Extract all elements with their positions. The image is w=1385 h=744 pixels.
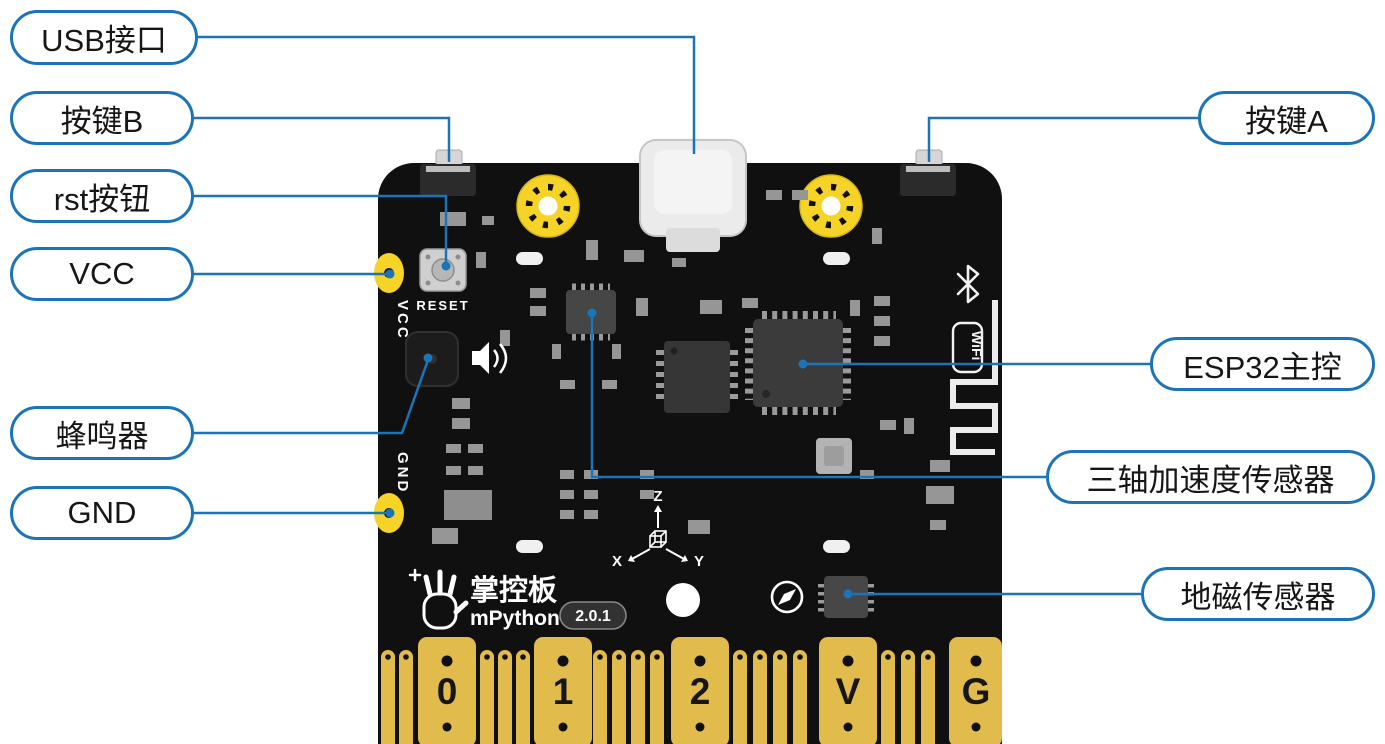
gnd-pad-label: GND [394,452,411,494]
pin-label-v: V [836,671,861,712]
buzzer-component [405,331,459,387]
callout-button-b: 按键B [10,91,194,145]
button-b-component [420,149,476,196]
axis-x-label: X [612,553,622,570]
mpython-logo: 掌控板 mPython 2.0.1 [408,568,627,630]
bluetooth-icon [956,264,980,304]
compass-icon [770,580,804,614]
callout-gnd-label: GND [67,495,137,530]
logo-subtitle: mPython [470,607,560,630]
callout-usb-port: USB接口 [10,10,198,65]
axis-z-label: Z [653,488,662,505]
version-badge: 2.0.1 [559,601,627,630]
callout-esp32: ESP32主控 [1150,337,1375,391]
usb-c-connector [639,139,747,252]
pin-label-0: 0 [437,671,458,712]
callout-usb-port-label: USB接口 [41,23,167,58]
mounting-hole-right [799,174,863,238]
callout-accelerometer: 三轴加速度传感器 [1046,450,1375,504]
callout-rst-button: rst按钮 [10,169,194,223]
speaker-icon [472,342,508,374]
callout-vcc-label: VCC [69,256,135,291]
callout-buzzer-label: 蜂鸣器 [55,418,149,454]
callout-magnetometer-label: 地磁传感器 [1180,579,1336,615]
mpython-logo-icon [408,568,469,630]
solder-pads [516,252,850,553]
wifi-label: WiFi [969,331,985,360]
button-a-component [900,149,956,196]
mounting-hole-left [516,174,580,238]
pin-label-2: 2 [690,671,711,712]
callout-rst-button-label: rst按钮 [53,181,151,217]
callout-gnd: GND [10,486,194,540]
esp32-chip [745,311,851,415]
callout-esp32-label: ESP32主控 [1183,349,1342,385]
callout-vcc: VCC [10,247,194,301]
callout-button-b-label: 按键B [60,103,144,139]
magnetometer-chip [818,576,874,618]
accelerometer-chip [566,283,616,341]
callout-accelerometer-label: 三轴加速度传感器 [1086,462,1335,498]
pin-label-1: 1 [553,671,574,712]
version-label: 2.0.1 [575,608,611,625]
vcc-pad-label: VCC [394,300,411,341]
pin-label-g: G [962,671,991,712]
callout-buzzer: 蜂鸣器 [10,406,194,460]
flash-chip [656,341,738,413]
edge-connector: 0 1 2 V G [381,637,1002,744]
axis-indicator: Z X Y [612,488,704,570]
callout-button-a-label: 按键A [1245,103,1328,139]
callout-magnetometer: 地磁传感器 [1141,567,1375,621]
callout-button-a: 按键A [1198,91,1375,145]
axis-y-label: Y [694,553,704,570]
reset-button: RESET [416,248,469,313]
lanyard-hole [666,583,700,617]
logo-title: 掌控板 [470,574,558,607]
reset-label: RESET [416,298,469,313]
